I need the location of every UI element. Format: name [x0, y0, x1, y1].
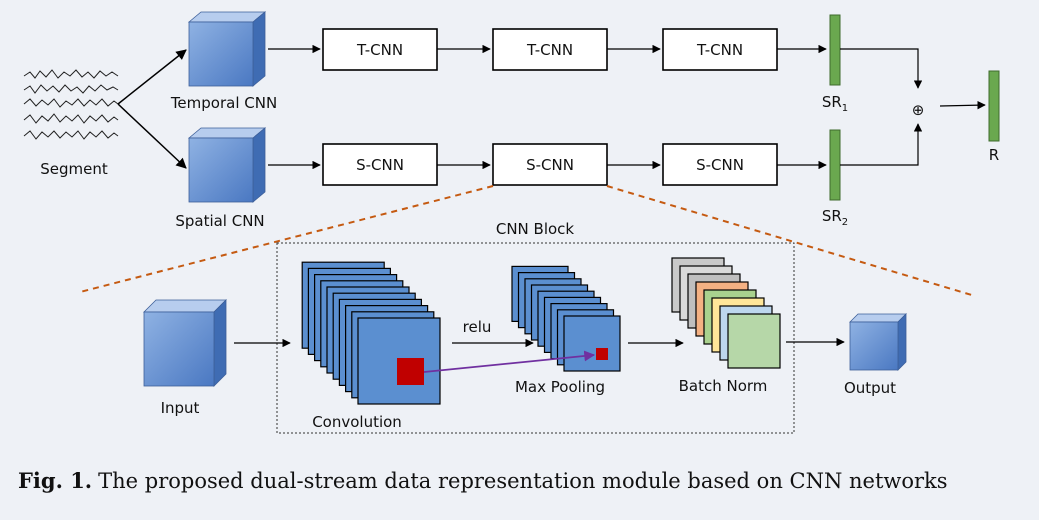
- relu-label: relu: [463, 318, 492, 336]
- t-cnn-box-2: [492, 28, 608, 71]
- max-pooling-stack: [511, 265, 621, 372]
- output-cube: [849, 313, 907, 371]
- input-label: Input: [161, 399, 200, 417]
- cnn-block-label: CNN Block: [496, 220, 575, 238]
- output-label: Output: [844, 379, 896, 397]
- r-bar: [988, 70, 1000, 142]
- convolution-label: Convolution: [312, 413, 402, 431]
- bn-layer-front: [727, 313, 781, 369]
- input-cube: [143, 299, 227, 387]
- batch-norm-stack: [671, 257, 781, 369]
- s-cnn-label-1: S-CNN: [356, 156, 404, 174]
- arrow-sr2-combine: [840, 123, 923, 166]
- r-label: R: [989, 146, 999, 164]
- sr2-bar: [829, 129, 841, 201]
- arrow-segment-spatial: [117, 103, 187, 169]
- arrow-sr1-combine: [840, 48, 923, 89]
- sr1-label: SR1: [822, 93, 848, 114]
- sr1-bar: [829, 14, 841, 86]
- diagram-canvas: Segment Temporal CNN Spatial CNN T-CNN T…: [23, 11, 1000, 434]
- s-cnn-box-3: [662, 143, 778, 186]
- combine-icon: ⊕: [912, 101, 925, 119]
- figure-caption: Fig. 1.The proposed dual-stream data rep…: [18, 468, 1028, 493]
- caption-text: The proposed dual-stream data representa…: [98, 469, 948, 493]
- temporal-cnn-cube: [187, 11, 267, 87]
- sr2-label: SR2: [822, 207, 848, 228]
- s-cnn-label-3: S-CNN: [696, 156, 744, 174]
- eeg-signal-icon: [23, 69, 119, 140]
- arrow-pooling-mapping: [423, 350, 596, 373]
- cnn-block-frame: [276, 242, 795, 434]
- spatial-cnn-cube: [187, 127, 267, 203]
- batch-norm-label: Batch Norm: [679, 377, 768, 395]
- s-cnn-label-2: S-CNN: [526, 156, 574, 174]
- pool-layer: [563, 315, 621, 372]
- arrow-segment-temporal: [117, 49, 187, 105]
- t-cnn-label-1: T-CNN: [356, 41, 403, 59]
- zoom-line-right: [606, 185, 976, 297]
- convolution-stack: [301, 261, 441, 405]
- t-cnn-label-2: T-CNN: [526, 41, 573, 59]
- temporal-cnn-label: Temporal CNN: [170, 94, 277, 112]
- arrow-combine-r: [939, 100, 986, 110]
- t-cnn-label-3: T-CNN: [696, 41, 743, 59]
- spatial-cnn-label: Spatial CNN: [175, 212, 264, 230]
- t-cnn-box-3: [662, 28, 778, 71]
- max-pooling-label: Max Pooling: [515, 378, 605, 396]
- pool-marker: [596, 348, 608, 360]
- conv-kernel-marker: [397, 358, 424, 385]
- s-cnn-box-2: [492, 143, 608, 186]
- segment-label: Segment: [40, 160, 108, 178]
- s-cnn-box-1: [322, 143, 438, 186]
- zoom-line-left: [79, 185, 494, 293]
- caption-label: Fig. 1.: [18, 468, 93, 493]
